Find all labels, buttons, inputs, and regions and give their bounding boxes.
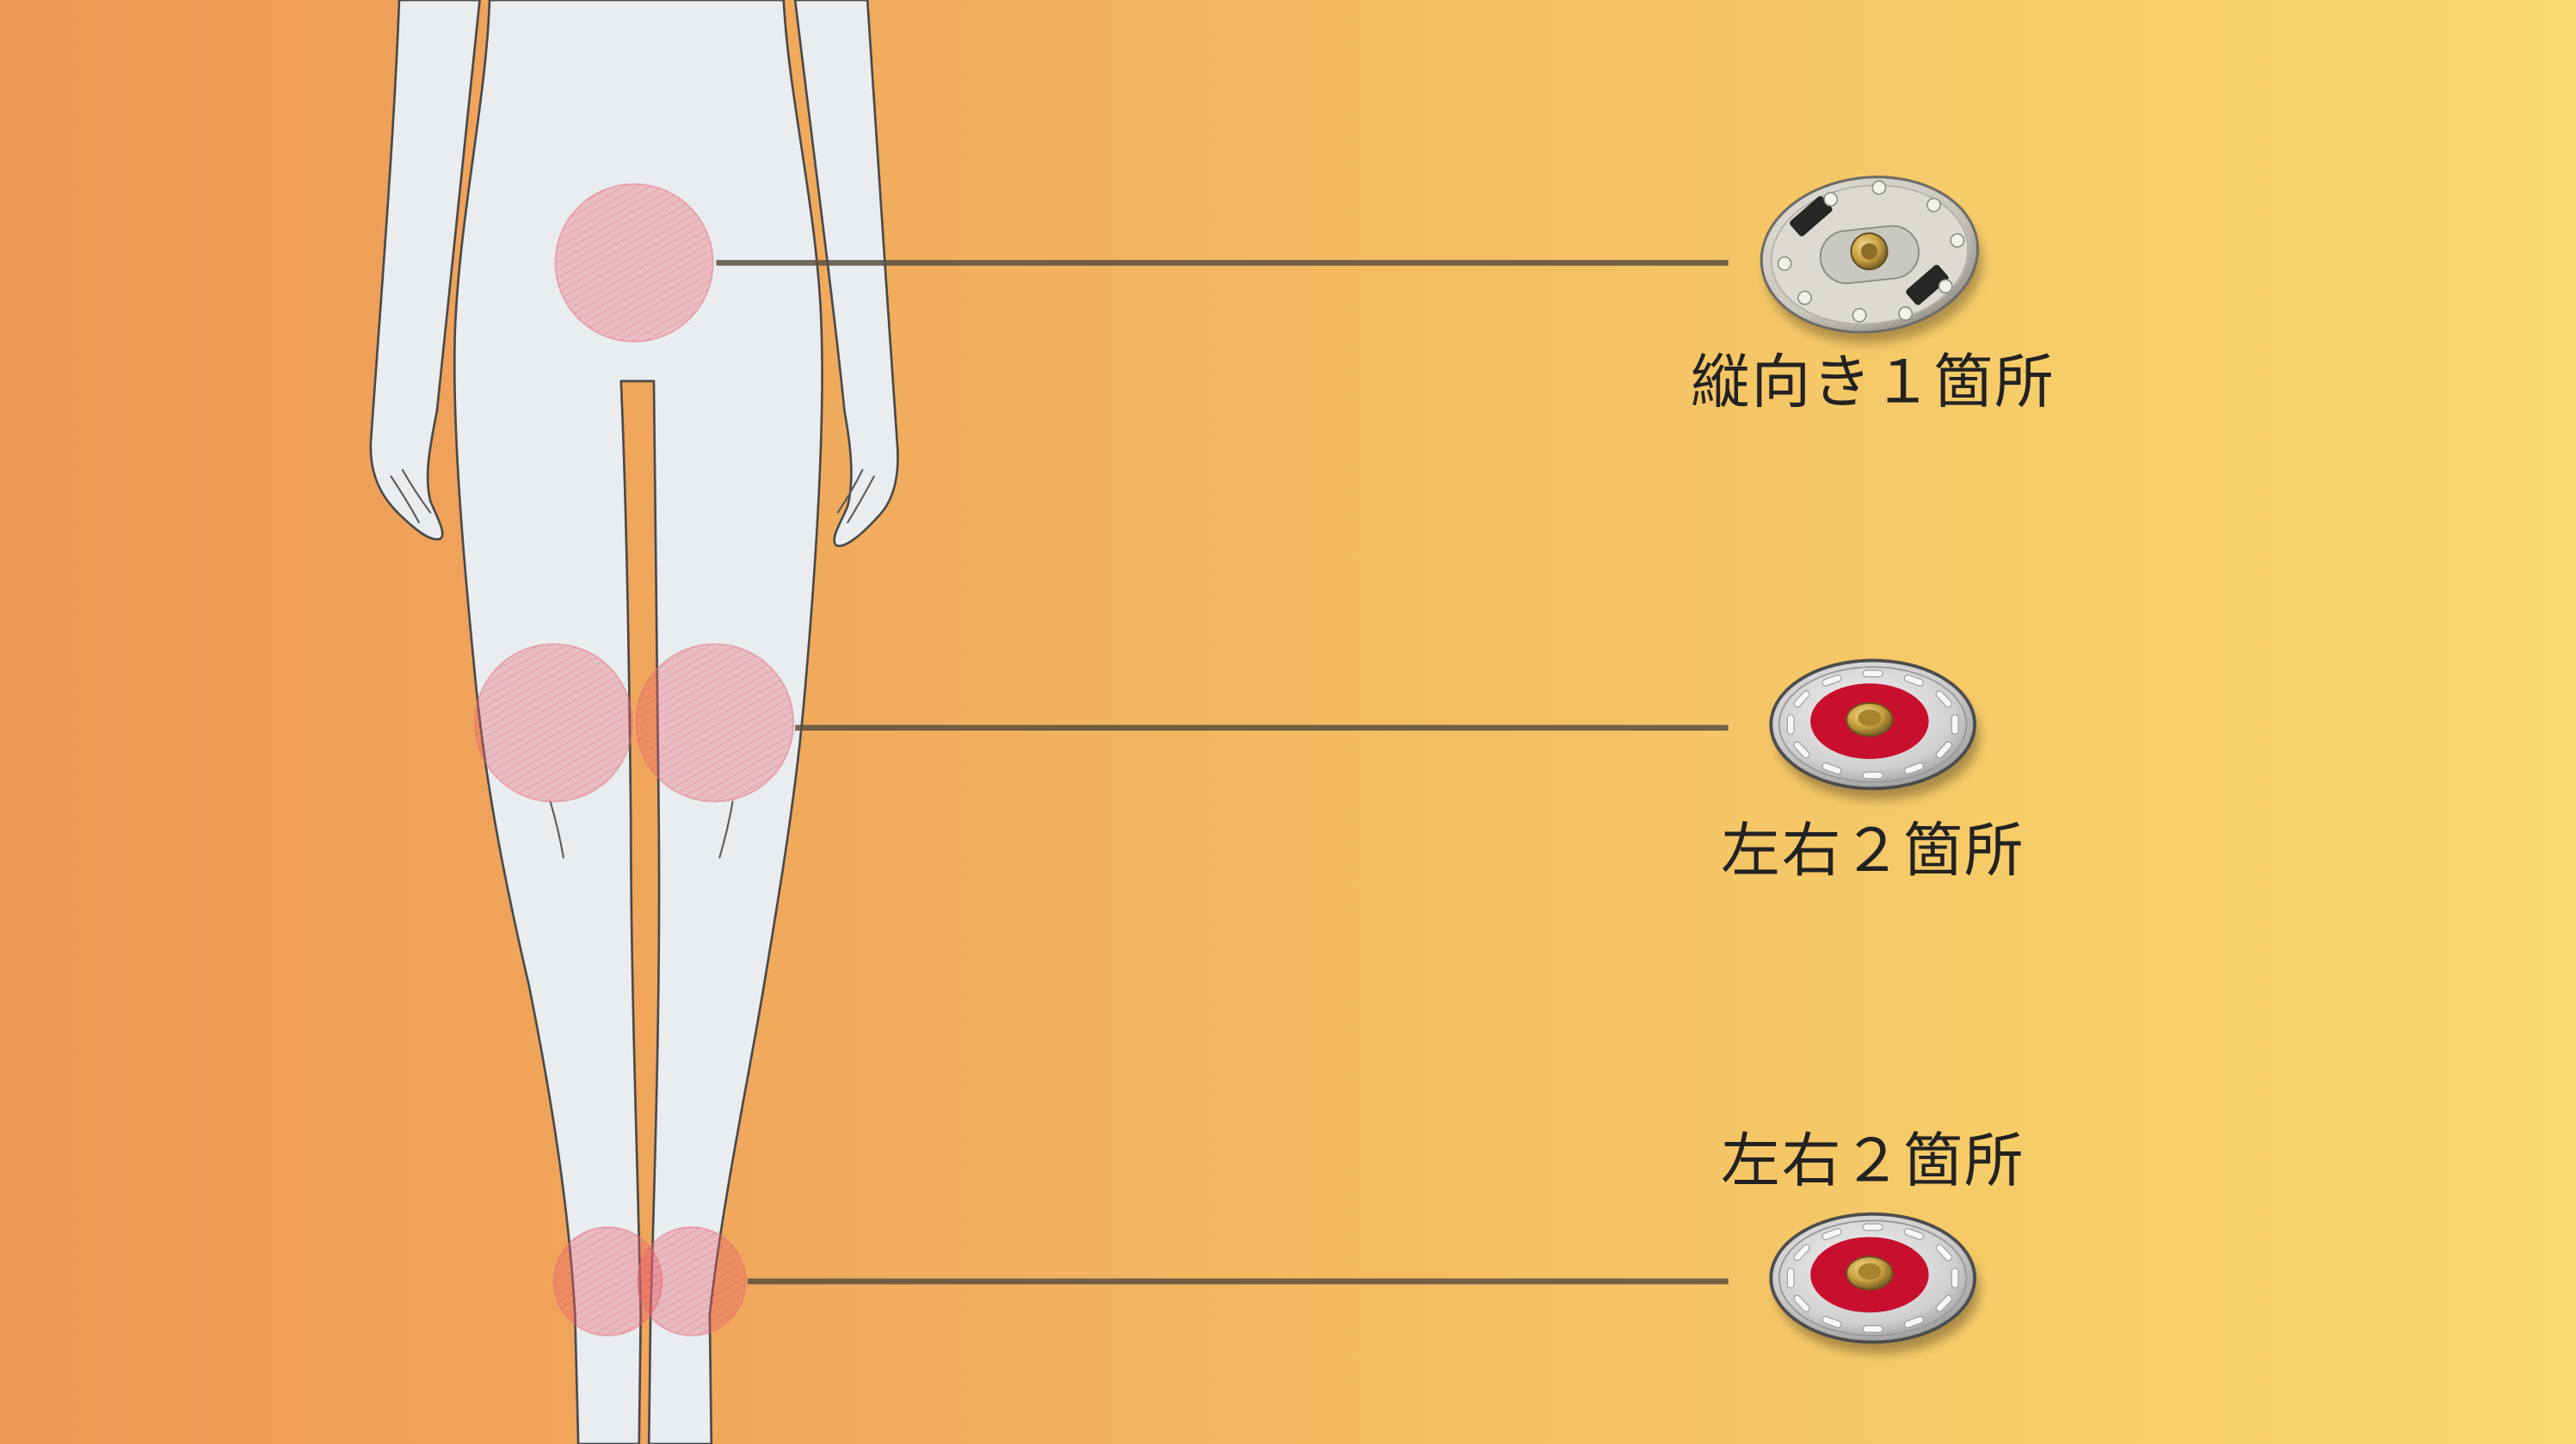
leader-lines: [716, 260, 1729, 1285]
right-hand-finger-lines: [836, 468, 875, 524]
oval-electrode-pad-icon: [1759, 176, 1983, 344]
left-hand-finger-lines: [390, 468, 432, 524]
round-electrode-pad-icon-calf: [1771, 1214, 1979, 1354]
knee-marker-left: [473, 643, 634, 803]
calf-placement-label: 左右２箇所: [1721, 1127, 2024, 1196]
right-knee-crease: [718, 800, 734, 859]
left-knee-crease: [549, 800, 564, 859]
left-arm: [369, 0, 481, 541]
placement-markers: [473, 182, 795, 1336]
knee-marker-right: [634, 643, 795, 803]
knee-placement-label: 左右２箇所: [1721, 817, 2024, 886]
round-electrode-pad-icon-knee: [1771, 660, 1979, 799]
hip-marker: [554, 182, 714, 343]
right-arm: [793, 0, 899, 547]
calf-marker-right: [636, 1226, 747, 1336]
body-silhouette: [369, 0, 899, 1444]
calf-marker-left: [552, 1226, 663, 1336]
hip-placement-label: 縦向き１箇所: [1691, 349, 2055, 417]
